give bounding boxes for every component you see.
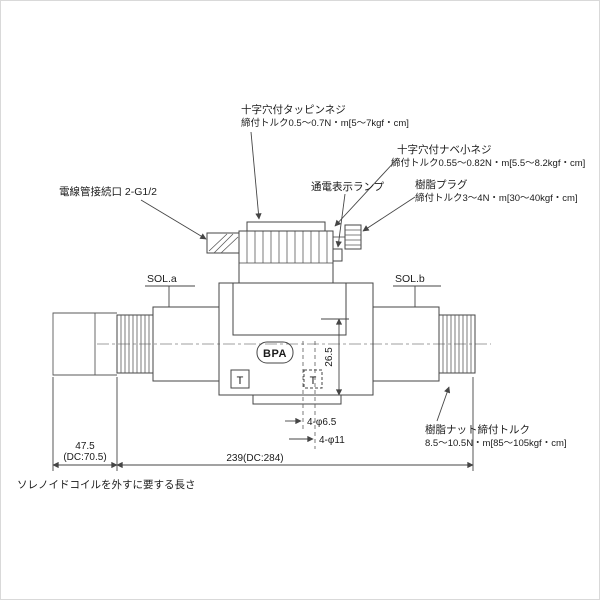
dim-239-label: 239(DC:284) [226, 453, 283, 464]
tapping-screw-label: 十字穴付タッピンネジ [241, 103, 346, 116]
sol-b-callout: SOL.b [393, 273, 441, 307]
lamp-label: 通電表示ランプ [311, 180, 385, 193]
sol-b-label: SOL.b [395, 273, 425, 285]
sol-a-callout: SOL.a [145, 273, 195, 307]
resin-plug-leader [362, 196, 416, 232]
annotation-texts: 十字穴付タッピンネジ 締付トルク0.5〜0.7N・m[5〜7kgf・cm] 十字… [17, 103, 585, 491]
dim-bottom-widths: 47.5 (DC:70.5) 239(DC:284) [52, 377, 474, 471]
terminal-box-cap [246, 221, 326, 232]
hole-callouts: 4-φ6.5 4-φ11 [285, 417, 345, 446]
coil-removal-note: ソレノイドコイルを外すに要する長さ [17, 479, 196, 491]
t-port-right-label: T [310, 375, 317, 387]
resin-plug-outline [344, 224, 362, 250]
t-port-right-box [303, 369, 323, 389]
dim-extension-lines [52, 377, 474, 471]
t-port-left: T [230, 369, 250, 389]
dim-47-5-dc-label: (DC:70.5) [63, 452, 106, 463]
indicator-lamp-part [332, 248, 343, 262]
dim-47-5-label: 47.5 [75, 441, 95, 452]
right-ribs-outline [438, 314, 476, 374]
t-port-left-label: T [237, 375, 244, 387]
hidden-hole-lines [302, 341, 316, 449]
resin-nut-label: 樹脂ナット締付トルク [425, 423, 530, 436]
resin-plug-torque: 締付トルク3〜4N・m[30〜40kgf・cm] [415, 192, 578, 204]
conduit-leader [140, 199, 207, 240]
sol-a-label: SOL.a [147, 273, 177, 285]
left-ribs-hatch [120, 315, 150, 373]
hole-small-label: 4-φ6.5 [307, 417, 337, 428]
tapping-screw-leader [250, 131, 262, 220]
conduit-stub-hatch [208, 233, 239, 254]
dim-26-5-label: 26.5 [324, 347, 335, 367]
terminal-box-fins [246, 231, 328, 263]
t-port-right: T [303, 369, 323, 389]
sol-a-leader [145, 285, 195, 307]
resin-plug-knurl [345, 229, 361, 246]
resin-nut-torque: 8.5〜10.5N・m[85〜105kgf・cm] [425, 438, 567, 449]
pan-screw-torque: 締付トルク0.55〜0.82N・m[5.5〜8.2kgf・cm] [391, 157, 585, 169]
resin-plug-label: 樹脂プラグ [415, 178, 468, 191]
right-ribs-hatch [442, 315, 472, 373]
resin-plug-part [333, 224, 362, 250]
conduit-port-label: 電線管接続口 2-G1/2 [59, 185, 157, 198]
valve-base-plate [252, 394, 342, 405]
bpa-badge: BPA [256, 341, 294, 364]
bpa-badge-outline [256, 341, 294, 364]
t-port-left-box [230, 369, 250, 389]
valve-body-raised-face [232, 283, 347, 336]
leader-lines [140, 131, 451, 422]
phantom-outline-path [52, 312, 117, 376]
pan-screw-leader [334, 158, 398, 227]
pan-screw-label: 十字穴付ナベ小ネジ [397, 143, 492, 156]
tapping-screw-torque: 締付トルク0.5〜0.7N・m[5〜7kgf・cm] [241, 117, 409, 129]
terminal-box [238, 221, 334, 284]
dim-26-5: 26.5 [321, 318, 349, 396]
conduit-stub [206, 232, 240, 254]
coil-removal-phantom-outline [52, 312, 117, 376]
lamp-leader [335, 193, 346, 248]
hole-large-label: 4-φ11 [319, 435, 345, 446]
conduit-stub-outline [206, 232, 240, 254]
right-coil-ribs [438, 314, 476, 374]
sol-b-leader [393, 285, 441, 307]
resin-nut-leader [436, 386, 451, 422]
bpa-label: BPA [263, 348, 287, 360]
